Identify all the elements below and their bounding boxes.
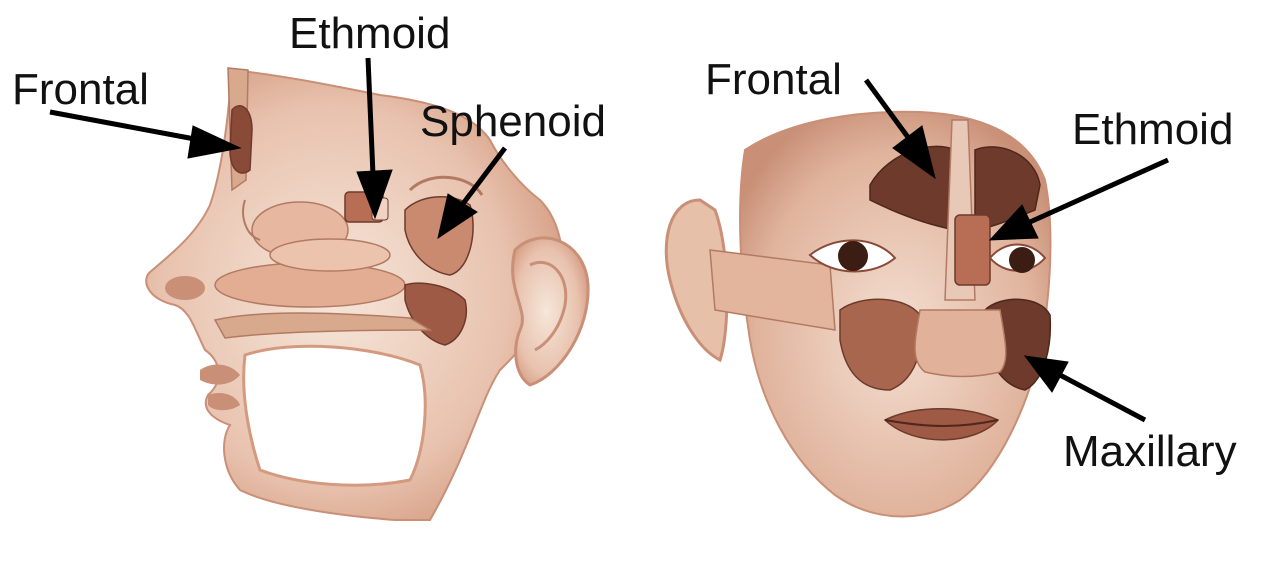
label-face-frontal: Frontal (705, 58, 842, 102)
label-sagittal-frontal: Frontal (12, 68, 149, 112)
arrow-face-maxillary (1025, 356, 1145, 420)
frontal-face (666, 112, 1050, 517)
arrow-sagittal-frontal (50, 112, 240, 158)
label-face-ethmoid: Ethmoid (1072, 108, 1233, 152)
label-sagittal-ethmoid: Ethmoid (289, 12, 450, 56)
label-face-maxillary: Maxillary (1063, 430, 1237, 474)
label-sagittal-sphenoid: Sphenoid (420, 100, 606, 144)
